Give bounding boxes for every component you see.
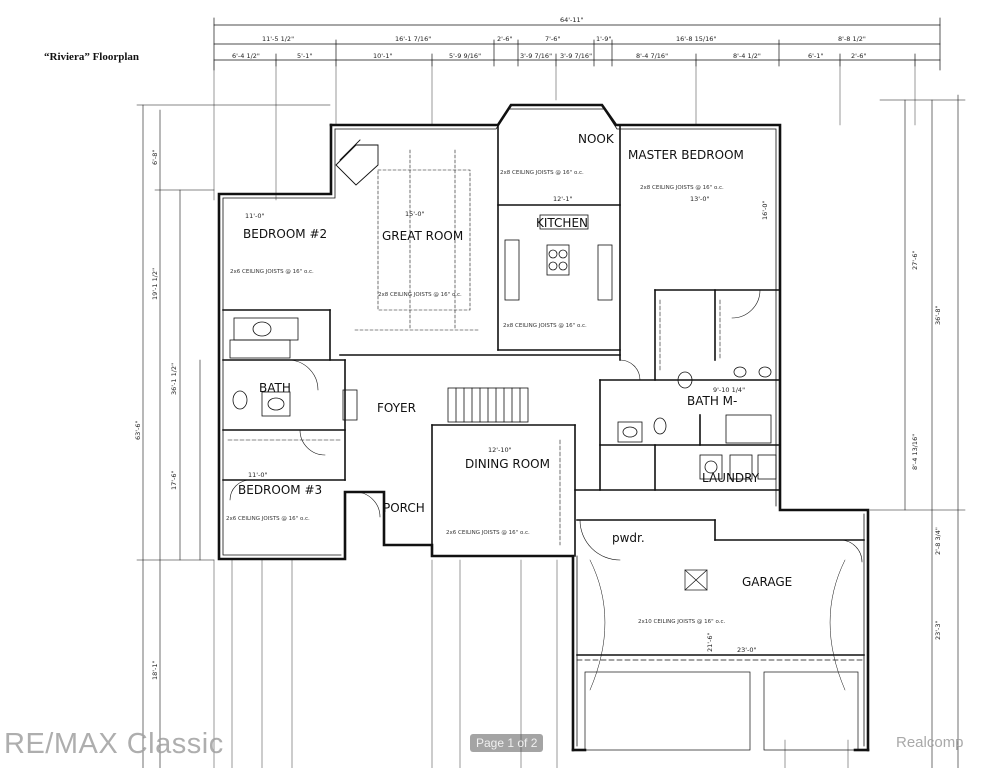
dim-bathm-width: 9'-10 1/4" (713, 386, 745, 394)
dimension-labels: 64'-11" 11'-5 1/2" 16'-1 7/16" 2'-6" 7'-… (134, 16, 942, 680)
room-label-foyer: FOYER (377, 401, 416, 415)
dim-kitchen-width: 12'-1" (553, 195, 573, 203)
room-label-bedroom-3: BEDROOM #3 (238, 483, 322, 497)
dim-right-3: 2'-8 3/4" (934, 527, 942, 555)
dim-top2-4: 3'-9 7/16" (520, 52, 552, 60)
joist-note-dining: 2x6 CEILING JOISTS @ 16" o.c. (446, 530, 530, 536)
room-labels: NOOK MASTER BEDROOM KITCHEN GREAT ROOM B… (238, 132, 792, 589)
dim-top1-0: 11'-5 1/2" (262, 35, 294, 43)
dim-top1-6: 8'-8 1/2" (838, 35, 866, 43)
dim-top1-5: 16'-8 15/16" (676, 35, 716, 43)
interior-walls (222, 124, 865, 656)
top-dimension-lines (213, 17, 941, 71)
realcomp-watermark: Realcomp (896, 734, 964, 751)
room-label-great-room: GREAT ROOM (382, 229, 463, 243)
closet-lines (227, 299, 721, 546)
dim-overall-width: 64'-11" (560, 16, 584, 24)
dim-top1-4: 1'-9" (596, 35, 611, 43)
dim-right-1: 36'-8" (934, 305, 942, 325)
dim-top2-8: 6'-1" (808, 52, 823, 60)
joist-note-nook: 2x8 CEILING JOISTS @ 16" o.c. (500, 170, 584, 176)
dim-bedroom3-width: 11'-0" (248, 471, 268, 479)
joist-note-master: 2x8 CEILING JOISTS @ 16" o.c. (640, 185, 724, 191)
room-label-pwdr: pwdr. (612, 531, 645, 545)
dim-great-width: 15'-0" (405, 210, 425, 218)
room-label-garage: GARAGE (742, 575, 792, 589)
side-dimension-lines (136, 94, 966, 768)
dim-overall-depth: 63'-6" (134, 420, 142, 440)
room-label-bedroom-2: BEDROOM #2 (243, 227, 327, 241)
dim-garage-width: 23'-0" (737, 646, 757, 654)
dim-left-3: 17'-6" (170, 470, 178, 490)
dim-top1-2: 2'-6" (497, 35, 512, 43)
joist-note-kitchen: 2x8 CEILING JOISTS @ 16" o.c. (503, 323, 587, 329)
joist-note-great-room: 2x8 CEILING JOISTS @ 16" o.c. (378, 292, 462, 298)
dim-right-4: 23'-3" (934, 620, 942, 640)
garage-doors (576, 569, 865, 751)
extension-lines (213, 59, 916, 768)
dim-top2-2: 10'-1" (373, 52, 393, 60)
dim-top2-9: 2'-6" (851, 52, 866, 60)
page-indicator[interactable]: Page 1 of 2 (470, 734, 544, 752)
remax-watermark: RE/MAX Classic (4, 728, 224, 760)
dim-top2-0: 6'-4 1/2" (232, 52, 260, 60)
plan-title: “Riviera” Floorplan (44, 51, 140, 63)
room-label-nook: NOOK (578, 132, 615, 146)
dim-top2-5: 3'-9 7/16" (560, 52, 592, 60)
dim-top2-6: 8'-4 7/16" (636, 52, 668, 60)
dim-right-2: 8'-4 13/16" (911, 434, 919, 470)
joist-notes: 2x8 CEILING JOISTS @ 16" o.c. 2x8 CEILIN… (226, 170, 725, 625)
joist-note-garage: 2x10 CEILING JOISTS @ 16" o.c. (638, 619, 725, 625)
exterior-walls-inner (222, 108, 865, 747)
joist-note-bedroom2: 2x6 CEILING JOISTS @ 16" o.c. (230, 269, 314, 275)
dim-right-0: 27'-6" (911, 250, 919, 270)
great-room-vault (354, 149, 481, 331)
fireplace (335, 139, 379, 186)
garage-slope-lines (589, 559, 846, 691)
dim-master-depth: 16'-0" (761, 200, 769, 220)
dim-top1-3: 7'-6" (545, 35, 560, 43)
dim-master-width: 13'-0" (690, 195, 710, 203)
joist-note-bedroom3: 2x6 CEILING JOISTS @ 16" o.c. (226, 516, 310, 522)
room-label-master-bedroom: MASTER BEDROOM (628, 148, 744, 162)
dim-top2-3: 5'-9 9/16" (449, 52, 481, 60)
room-label-kitchen: KITCHEN (536, 216, 588, 230)
dim-top1-1: 16'-1 7/16" (395, 35, 431, 43)
dim-left-0: 6'-8" (151, 150, 159, 165)
dim-left-2: 36'-1 1/2" (170, 363, 178, 395)
dim-left-4: 18'-1" (151, 660, 159, 680)
exterior-walls (217, 103, 870, 752)
room-label-laundry: LAUNDRY (702, 471, 760, 485)
dim-top2-1: 5'-1" (297, 52, 312, 60)
room-label-porch: PORCH (383, 501, 425, 515)
dim-garage-depth: 21'-6" (706, 632, 714, 652)
dim-bedroom2-width: 11'-0" (245, 212, 265, 220)
fixtures (229, 214, 777, 480)
stairs (447, 387, 529, 423)
door-swings (229, 289, 863, 563)
dim-left-1: 19'-1 1/2" (151, 268, 159, 300)
room-label-bath-m: BATH M- (687, 394, 737, 408)
room-label-bath: BATH (259, 381, 291, 395)
dim-dining-width: 12'-10" (488, 446, 512, 454)
room-label-dining-room: DINING ROOM (465, 457, 550, 471)
dim-top2-7: 8'-4 1/2" (733, 52, 761, 60)
